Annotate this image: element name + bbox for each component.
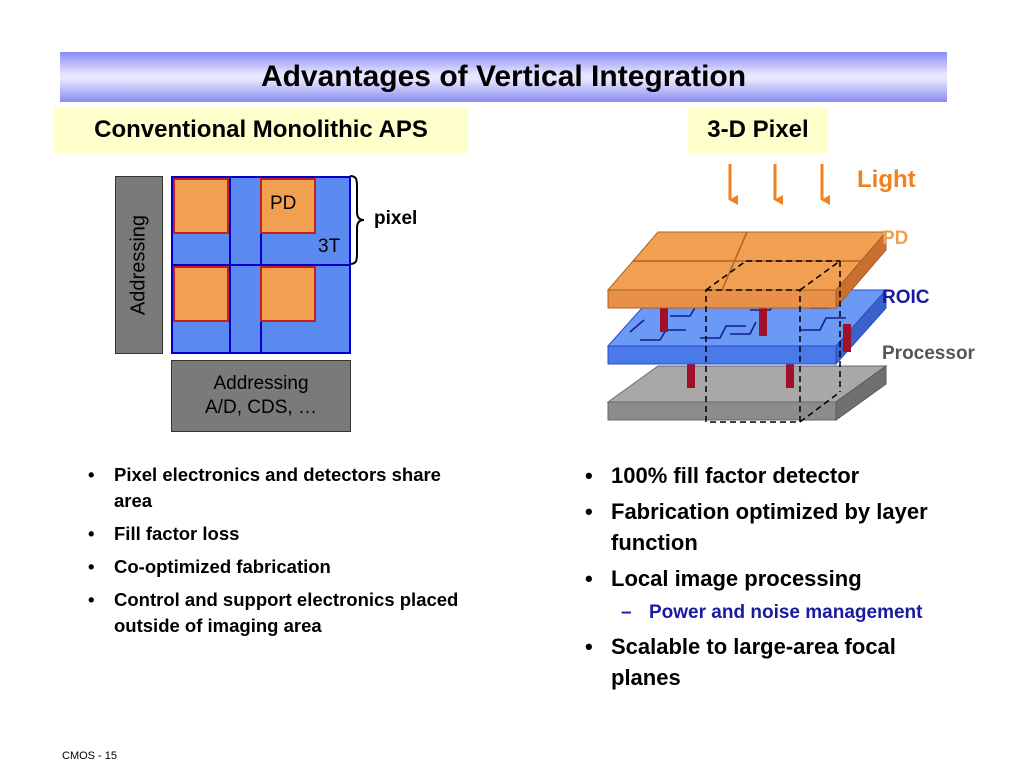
right-bullet-1: 100% fill factor detector [585,460,965,491]
pixel-label: pixel [374,208,418,229]
upper-post-3 [843,324,851,352]
addressing-bottom-line2: A/D, CDS, … [205,397,317,418]
right-bullet-4: Scalable to large-area focal planes [585,631,965,693]
addressing-bottom-block: Addressing A/D, CDS, … [171,360,351,432]
3d-pixel-label: 3-D Pixel [688,107,828,153]
right-sub-bullet: Power and noise management [585,599,965,626]
pd-square-top-right [260,178,316,234]
light-arrows [728,164,830,205]
processor-layer-label: Processor [882,343,975,364]
left-bullet-4: Control and support electronics placed o… [88,587,468,639]
roic-layer-label: ROIC [882,287,930,308]
pixel-brace [349,175,365,265]
left-bullet-list: Pixel electronics and detectors share ar… [88,462,468,646]
left-bullet-2: Fill factor loss [88,521,468,547]
right-bullet-2: Fabrication optimized by layer function [585,496,965,558]
left-bullet-3: Co-optimized fabrication [88,554,468,580]
pd-layer-label: PD [882,228,909,249]
addressing-vertical-block: Addressing [115,176,163,354]
3d-pixel-diagram [606,164,888,423]
dashed-pixel-box [705,260,841,423]
pd-square-top-left [173,178,229,234]
addressing-bottom-line1: Addressing [213,373,309,394]
pd-square-bottom-right [260,266,316,322]
light-label: Light [857,166,916,193]
title-banner: Advantages of Vertical Integration [60,52,947,102]
right-bullet-3: Local image processing [585,563,965,594]
pd-square-bottom-left [173,266,229,322]
addressing-vertical-text: Addressing [127,214,150,316]
slide-footer: CMOS - 15 [62,750,118,762]
pd-text: PD [270,193,297,214]
3t-text: 3T [318,236,341,257]
conventional-aps-label: Conventional Monolithic APS [54,107,468,153]
pd-layer [606,230,888,310]
upper-post-2 [759,306,767,336]
processor-layer [606,365,888,421]
lower-post-1 [687,360,695,388]
left-bullet-1: Pixel electronics and detectors share ar… [88,462,468,514]
right-bullet-list: 100% fill factor detector Fabrication op… [585,460,965,698]
page-title: Advantages of Vertical Integration [260,60,747,93]
upper-post-1 [660,306,668,332]
pixel-array: PD 3T [171,176,351,354]
lower-post-2 [786,360,794,388]
grid-line-horizontal [173,264,349,266]
